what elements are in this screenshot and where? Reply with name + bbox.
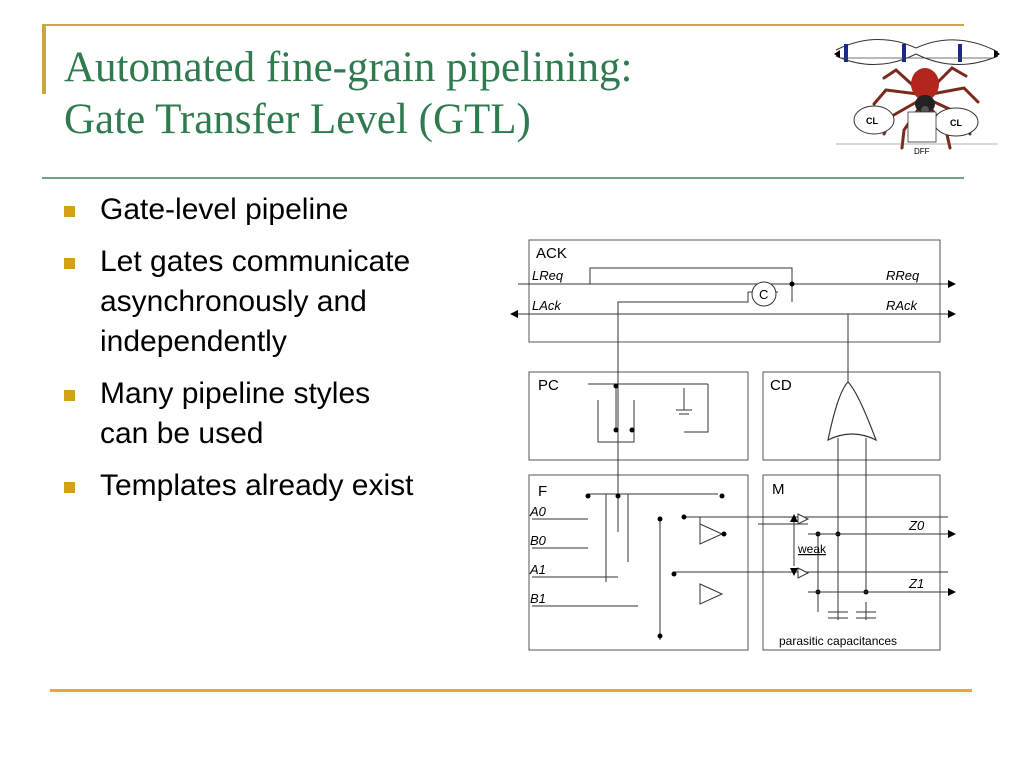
rreq-label: RReq xyxy=(886,268,920,283)
lreq-label: LReq xyxy=(532,268,564,283)
bullet-text: Templates already exist xyxy=(100,469,414,502)
bullet-square-icon xyxy=(64,258,75,269)
logo-cl-left-label: CL xyxy=(866,116,878,126)
z1-label: Z1 xyxy=(908,576,924,591)
ack-label: ACK xyxy=(536,245,567,262)
lack-label: LAck xyxy=(532,298,562,313)
bullet-square-icon xyxy=(64,206,75,217)
weak-label: weak xyxy=(797,542,827,556)
f-block xyxy=(528,474,749,651)
gtl-circuit-diagram: ACK LReq LAck RReq RAck C PC CD xyxy=(510,239,956,651)
spider-pipeline-logo: CL CL DFF xyxy=(834,39,1000,156)
bullet-item: Let gates communicate asynchronously and i… xyxy=(62,242,502,362)
bullet-text: independently xyxy=(100,325,287,358)
bullet-text: can be used xyxy=(100,417,264,450)
cd-label: CD xyxy=(770,377,792,394)
bullet-item: Templates already exist xyxy=(62,466,502,506)
a0-label: A0 xyxy=(529,504,547,519)
parasitic-label: parasitic capacitances xyxy=(779,634,897,648)
z0-label: Z0 xyxy=(908,518,925,533)
b0-label: B0 xyxy=(530,533,547,548)
bullet-list: Gate-level pipeline Let gates communicat… xyxy=(62,190,502,518)
pc-label: PC xyxy=(538,377,559,394)
cd-block xyxy=(762,371,941,461)
title-accent-bar xyxy=(42,24,46,94)
logo-cl-right-label: CL xyxy=(950,118,962,128)
bullet-item: Many pipeline styles can be used xyxy=(62,374,502,454)
title-top-rule xyxy=(42,24,964,26)
bullet-square-icon xyxy=(64,482,75,493)
m-block xyxy=(762,474,941,651)
m-label: M xyxy=(772,481,785,498)
ack-block xyxy=(528,239,941,343)
slide-title: Automated fine-grain pipelining: Gate Tr… xyxy=(64,42,804,146)
slide-title-line-1: Automated fine-grain pipelining: xyxy=(64,44,633,91)
slide-title-line-2: Gate Transfer Level (GTL) xyxy=(64,96,531,143)
pc-block xyxy=(528,371,749,461)
a1-label: A1 xyxy=(529,562,546,577)
bullet-text: Gate-level pipeline xyxy=(100,193,349,226)
rack-label: RAck xyxy=(886,298,919,313)
bullet-text: Let gates communicate xyxy=(100,245,411,278)
logo-dff-label: DFF xyxy=(914,147,930,156)
bullet-square-icon xyxy=(64,390,75,401)
f-label: F xyxy=(538,483,547,500)
c-element-label: C xyxy=(759,287,768,302)
bullet-item: Gate-level pipeline xyxy=(62,190,502,230)
title-divider xyxy=(42,177,964,179)
footer-rule xyxy=(50,689,972,692)
bullet-text: asynchronously and xyxy=(100,285,367,318)
b1-label: B1 xyxy=(530,591,546,606)
bullet-text: Many pipeline styles xyxy=(100,377,371,410)
